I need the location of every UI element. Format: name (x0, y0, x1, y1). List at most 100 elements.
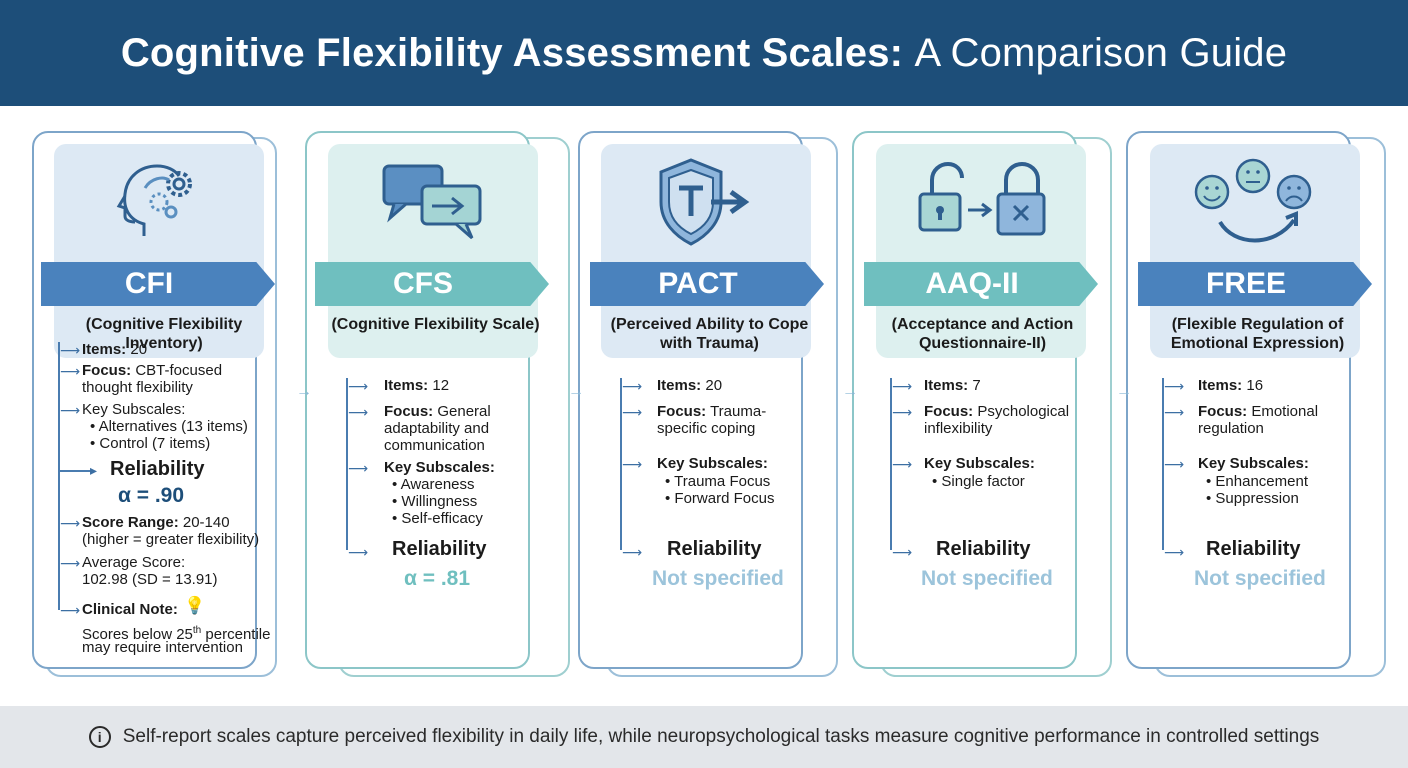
cfi-score-range: Score Range: 20-140 (82, 514, 230, 531)
cfs-items: Items: 12 (384, 377, 450, 394)
cfi-subscale-2: • Control (7 items) (90, 435, 211, 452)
icon-box-free (1150, 144, 1360, 358)
tree-line (890, 378, 892, 550)
free-focus: Focus: Emotional regulation (1198, 403, 1319, 437)
arrow-icon: ⟶ (892, 378, 913, 394)
banner-cfs: CFS (315, 262, 549, 306)
arrow-icon: ⟶ (892, 404, 913, 420)
shield-t-icon (659, 158, 750, 246)
info-icon: i (88, 726, 111, 748)
tree-line (346, 378, 348, 550)
arrow-icon: ⟶ (622, 544, 643, 560)
arrow-icon: ⟶ (60, 555, 81, 571)
arrow-icon: ⟶ (60, 363, 81, 379)
cfi-average-value: 102.98 (SD = 13.91) (82, 571, 218, 588)
pact-subscale-1: • Trauma Focus (665, 473, 771, 490)
arrow-icon: ⟶ (60, 402, 81, 418)
cfi-clinical-text-2: may require intervention (82, 639, 243, 656)
arrow-icon: ⟶ (60, 515, 81, 531)
tree-branch (58, 470, 94, 472)
subtitle-free: (Flexible Regulation of Emotional Expres… (1170, 316, 1345, 352)
cfi-reliability-value: α = .90 (118, 484, 185, 507)
arrow-icon: ⟶ (1164, 456, 1185, 472)
cfi-clinical-text: Scores below 25th percentile (82, 625, 271, 643)
pact-reliability-value: Not specified (652, 567, 784, 590)
speech-bubbles-icon (382, 164, 482, 240)
locks-icon (918, 161, 1046, 236)
banner-cfi: CFI (41, 262, 275, 306)
aaq-reliability-value: Not specified (921, 567, 1053, 590)
aaq-reliability-label: Reliability (936, 538, 1031, 560)
free-subscale-2: • Suppression (1206, 490, 1299, 507)
arrow-icon: ⟶ (622, 378, 643, 394)
arrow-icon: ⟶ (348, 460, 369, 476)
arrow-icon: ⟶ (622, 456, 643, 472)
cfi-average-label: Average Score: (82, 554, 186, 571)
cfi-reliability-label: Reliability (110, 458, 205, 480)
cfs-subscales-label: Key Subscales: (384, 459, 495, 476)
pact-focus: Focus: Trauma-specific coping (657, 403, 767, 437)
cfs-reliability-value: α = .81 (404, 567, 471, 590)
subtitle-pact: (Perceived Ability to Cope with Trauma) (610, 316, 809, 352)
pact-items: Items: 20 (657, 377, 723, 394)
aaq-subscales-label: Key Subscales: (924, 455, 1035, 472)
arrow-icon: ⟶ (892, 544, 913, 560)
faces-icon (1194, 158, 1312, 243)
cfs-subscale-2: • Willingness (392, 493, 478, 510)
arrow-icon: ⟶ (60, 342, 81, 358)
cfi-clinical-label: Clinical Note: (82, 601, 178, 618)
banner-aaq: AAQ-II (864, 262, 1098, 306)
arrow-icon: ⟶ (60, 602, 81, 618)
arrow-icon: ⟶ (348, 404, 369, 420)
arrow-icon: ⟶ (1164, 378, 1185, 394)
free-subscale-1: • Enhancement (1206, 473, 1308, 490)
aaq-items: Items: 7 (924, 377, 981, 394)
arrow-icon: ⟶ (348, 378, 369, 394)
cfi-focus: Focus: CBT-focused thought flexibility (82, 362, 223, 396)
pact-subscale-2: • Forward Focus (665, 490, 775, 507)
arrow-icon: ⟶ (892, 456, 913, 472)
tree-line (1162, 378, 1164, 550)
subtitle-cfs: (Cognitive Flexibility Scale) (331, 316, 540, 333)
footer-note: i Self-report scales capture perceived f… (0, 706, 1408, 768)
title-bold: Cognitive Flexibility Assessment Scales: (120, 30, 904, 75)
icon-box-aaq (876, 144, 1086, 358)
arrow-icon: ▸ (90, 462, 98, 478)
cfs-reliability-label: Reliability (392, 538, 487, 560)
icon-box-cfs (328, 144, 538, 358)
free-subscales-label: Key Subscales: (1198, 455, 1309, 472)
icon-box-pact (601, 144, 811, 358)
cfi-subscale-1: • Alternatives (13 items) (90, 418, 248, 435)
pact-subscales-label: Key Subscales: (657, 455, 768, 472)
aaq-focus: Focus: Psychological inflexibility (924, 403, 1070, 437)
connector-arrow: → (1116, 383, 1132, 400)
connector-arrow: → (568, 383, 584, 400)
cfi-items: Items: 20 (82, 341, 148, 358)
pact-reliability-label: Reliability (667, 538, 762, 560)
head-gears-icon (116, 164, 192, 236)
arrow-icon: ⟶ (1164, 544, 1185, 560)
arrow-icon: ⟶ (348, 544, 369, 560)
connector-arrow: → (842, 383, 858, 400)
arrow-icon: ⟶ (1164, 404, 1185, 420)
icon-box-cfi (54, 144, 264, 358)
banner-free: FREE (1138, 262, 1372, 306)
subtitle-aaq: (Acceptance and Action Questionnaire-II) (891, 316, 1074, 352)
cfs-subscale-1: • Awareness (392, 476, 475, 493)
cfs-focus: Focus: General adaptability and communic… (384, 403, 491, 454)
cfi-subscales-label: Key Subscales: (82, 401, 186, 418)
cfs-subscale-3: • Self-efficacy (392, 510, 483, 527)
free-items: Items: 16 (1198, 377, 1264, 394)
arrow-icon: ⟶ (622, 404, 643, 420)
aaq-subscale-1: • Single factor (932, 473, 1025, 490)
page-header: Cognitive Flexibility Assessment Scales:… (0, 0, 1408, 106)
subtitle-cfi: (Cognitive Flexibility Inventory) (85, 316, 243, 352)
banner-pact: PACT (590, 262, 824, 306)
connector-arrow: → (296, 383, 312, 400)
footer-text: Self-report scales capture perceived fle… (122, 726, 1320, 747)
free-reliability-value: Not specified (1194, 567, 1326, 590)
tree-line (58, 342, 60, 610)
free-reliability-label: Reliability (1206, 538, 1301, 560)
cfi-score-note: (higher = greater flexibility) (82, 531, 260, 548)
title-light: A Comparison Guide (914, 30, 1288, 75)
